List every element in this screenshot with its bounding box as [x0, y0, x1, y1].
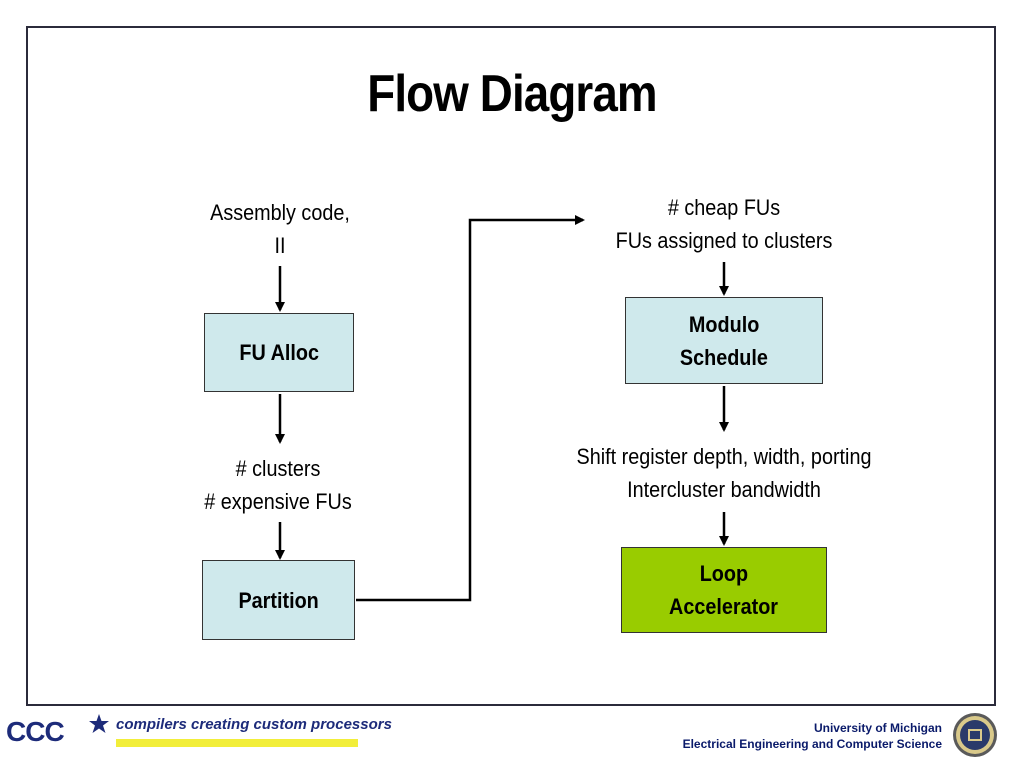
slide-title: Flow Diagram	[367, 65, 657, 123]
shift-register-label: Shift register depth, width, porting Int…	[576, 444, 872, 502]
slide-frame	[26, 26, 996, 706]
loop-accelerator-box: Loop Accelerator	[621, 547, 827, 633]
university-credit: University of Michigan Electrical Engine…	[683, 720, 942, 752]
assign-label: # cheap FUs FUs assigned to clusters	[615, 195, 833, 253]
connector-partition-to-assign	[356, 215, 585, 602]
university-name: University of Michigan	[813, 721, 942, 735]
partition-box: Partition	[202, 560, 355, 640]
ccc-tagline: compilers creating custom processors	[116, 716, 392, 733]
department-name: Electrical Engineering and Computer Scie…	[682, 737, 942, 751]
modulo-schedule-box: Modulo Schedule	[625, 297, 823, 384]
fu-alloc-box: FU Alloc	[204, 313, 354, 392]
star-icon	[89, 714, 109, 733]
input-label: Assembly code, II	[210, 200, 350, 258]
ccc-logo: CCC	[6, 716, 65, 747]
clusters-label: # clusters # expensive FUs	[204, 456, 352, 514]
tagline-underline-bar	[116, 739, 358, 747]
university-seal-icon	[953, 713, 997, 757]
